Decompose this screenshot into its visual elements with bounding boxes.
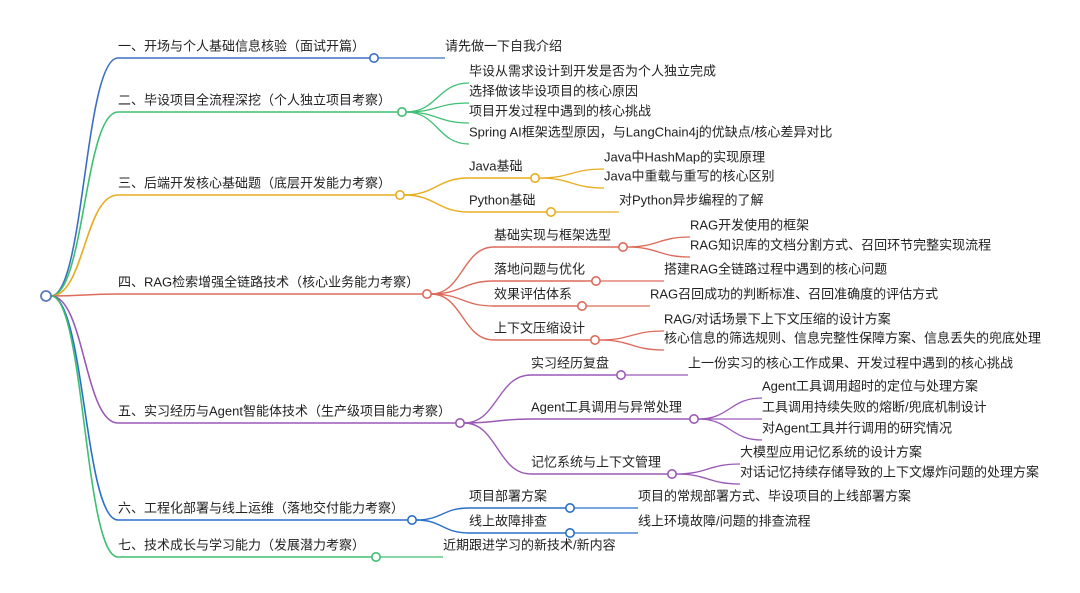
leaf-label-1-1[interactable]: 请先做一下自我介绍	[445, 38, 562, 53]
leaf-label-5-3-2[interactable]: 对话记忆持续存储导致的上下文爆炸问题的处理方案	[740, 464, 1039, 479]
sub-label-5-2[interactable]: Agent工具调用与异常处理	[531, 399, 682, 414]
leaf-label-2-4[interactable]: Spring AI框架选型原因，与LangChain4j的优缺点/核心差异对比	[469, 124, 832, 139]
leaf-label-7-1[interactable]: 近期跟进学习的新技术/新内容	[443, 537, 616, 552]
edge-root-branch-2	[50, 111, 119, 297]
edge-branch-leaf-2-4	[405, 111, 470, 145]
edge-root-branch-7	[50, 295, 119, 558]
edge-branch-sub-5-2	[463, 418, 532, 424]
mindmap-edges	[50, 57, 763, 558]
leaf-label-2-2[interactable]: 选择做该毕设项目的核心原因	[469, 83, 638, 98]
edge-branch-sub-6-1	[415, 507, 470, 521]
edge-branch-sub-6-2	[415, 519, 470, 534]
edge-root-branch-3	[50, 194, 119, 297]
leaf-label-5-2-3[interactable]: 对Agent工具并行调用的研究情况	[762, 420, 952, 435]
leaf-label-3-1-2[interactable]: Java中重载与重写的核心区别	[604, 168, 774, 183]
sub-node-4-1[interactable]	[617, 242, 628, 253]
edge-sub-leaf-4-4-1	[598, 330, 665, 341]
edge-branch-sub-3-1	[403, 177, 470, 196]
sub-node-4-3[interactable]	[576, 300, 587, 311]
branch-node-5[interactable]	[454, 417, 465, 428]
branch-node-7[interactable]	[370, 551, 381, 562]
sub-label-3-2[interactable]: Python基础	[469, 192, 535, 207]
edge-branch-sub-4-3	[430, 293, 495, 307]
leaf-label-6-2-1[interactable]: 线上环境故障/问题的排查流程	[638, 513, 811, 528]
edge-sub-leaf-3-1-1	[538, 168, 605, 179]
leaf-label-5-1-1[interactable]: 上一份实习的核心工作成果、开发过程中遇到的核心挑战	[688, 355, 1013, 370]
mindmap-nodes: 一、开场与个人基础信息核验（面试开篇） 请先做一下自我介绍二、毕设项目全流程深挖（…	[40, 38, 1041, 562]
edge-branch-sub-3-2	[403, 194, 470, 213]
sub-label-3-1[interactable]: Java基础	[469, 158, 522, 173]
edge-branch-sub-5-1	[463, 374, 532, 424]
branch-node-4[interactable]	[421, 288, 432, 299]
edge-root-branch-5	[50, 295, 119, 424]
edge-branch-sub-4-1	[430, 246, 495, 295]
edge-sub-leaf-4-4-2	[598, 339, 665, 351]
leaf-label-3-1-1[interactable]: Java中HashMap的实现原理	[604, 149, 765, 164]
sub-label-4-3[interactable]: 效果评估体系	[494, 286, 572, 301]
sub-node-4-2[interactable]	[590, 275, 601, 286]
edge-root-branch-4	[50, 293, 119, 297]
leaf-label-4-4-2[interactable]: 核心信息的筛选规则、信息完整性保障方案、信息丢失的兜底处理	[664, 330, 1041, 345]
leaf-label-4-1-2[interactable]: RAG知识库的文档分割方式、召回环节完整实现流程	[690, 237, 991, 252]
sub-node-5-2[interactable]	[688, 413, 699, 424]
edge-sub-leaf-5-3-1	[675, 463, 741, 475]
root-node[interactable]	[40, 290, 52, 302]
sub-node-6-1[interactable]	[564, 502, 575, 513]
edge-root-branch-1	[50, 57, 119, 297]
leaf-label-4-4-1[interactable]: RAG/对话场景下上下文压缩的设计方案	[664, 311, 891, 326]
sub-node-3-1[interactable]	[529, 173, 540, 184]
sub-label-6-1[interactable]: 项目部署方案	[469, 488, 547, 503]
branch-label-2[interactable]: 二、毕设项目全流程深挖（个人独立项目考察）	[118, 92, 391, 107]
branch-label-6[interactable]: 六、工程化部署与线上运维（落地交付能力考察）	[118, 500, 404, 515]
sub-node-6-2[interactable]	[564, 527, 575, 538]
edge-sub-leaf-5-2-3	[697, 418, 763, 441]
branch-node-2[interactable]	[396, 107, 407, 118]
edge-sub-leaf-3-1-2	[538, 177, 605, 189]
leaf-label-5-2-1[interactable]: Agent工具调用超时的定位与处理方案	[762, 378, 978, 393]
sub-node-4-4[interactable]	[589, 334, 600, 345]
leaf-label-4-2-1[interactable]: 搭建RAG全链路过程中遇到的核心问题	[664, 261, 887, 276]
sub-label-4-2[interactable]: 落地问题与优化	[494, 261, 585, 276]
leaf-label-6-1-1[interactable]: 项目的常规部署方式、毕设项目的上线部署方案	[638, 488, 911, 503]
branch-label-3[interactable]: 三、后端开发核心基础题（底层开发能力考察）	[118, 175, 391, 190]
leaf-label-4-3-1[interactable]: RAG召回成功的判断标准、召回准确度的评估方式	[650, 286, 938, 301]
edge-root-branch-6	[50, 295, 119, 521]
leaf-label-2-1[interactable]: 毕设从需求设计到开发是否为个人独立完成	[469, 63, 716, 78]
branch-node-6[interactable]	[406, 514, 417, 525]
branch-label-4[interactable]: 四、RAG检索增强全链路技术（核心业务能力考察）	[118, 274, 419, 289]
sub-node-5-1[interactable]	[615, 369, 626, 380]
sub-node-3-2[interactable]	[545, 207, 556, 218]
sub-label-5-3[interactable]: 记忆系统与上下文管理	[531, 454, 661, 469]
edge-sub-leaf-4-1-1	[626, 236, 691, 248]
sub-node-5-3[interactable]	[666, 468, 677, 479]
leaf-label-3-2-1[interactable]: 对Python异步编程的了解	[619, 192, 763, 207]
branch-label-5[interactable]: 五、实习经历与Agent智能体技术（生产级项目能力考察）	[118, 403, 451, 418]
leaf-label-5-2-2[interactable]: 工具调用持续失败的熔断/兜底机制设计	[762, 399, 987, 414]
edge-branch-sub-4-4	[430, 293, 495, 341]
branch-label-1[interactable]: 一、开场与个人基础信息核验（面试开篇）	[118, 38, 365, 53]
leaf-label-2-3[interactable]: 项目开发过程中遇到的核心挑战	[469, 103, 651, 118]
edge-branch-sub-5-3	[463, 422, 532, 475]
edge-sub-leaf-5-3-2	[675, 473, 741, 485]
sub-label-4-4[interactable]: 上下文压缩设计	[494, 320, 585, 335]
sub-label-5-1[interactable]: 实习经历复盘	[531, 355, 609, 370]
sub-label-4-1[interactable]: 基础实现与框架选型	[494, 227, 611, 242]
leaf-label-5-3-1[interactable]: 大模型应用记忆系统的设计方案	[740, 444, 922, 459]
branch-label-7[interactable]: 七、技术成长与学习能力（发展潜力考察）	[118, 537, 365, 552]
edge-sub-leaf-4-1-2	[626, 246, 691, 258]
branch-node-1[interactable]	[368, 52, 379, 63]
branch-node-3[interactable]	[394, 190, 405, 201]
edge-sub-leaf-5-2-1	[697, 397, 763, 420]
sub-label-6-2[interactable]: 线上故障排查	[469, 513, 547, 528]
leaf-label-4-1-1[interactable]: RAG开发使用的框架	[690, 217, 809, 232]
